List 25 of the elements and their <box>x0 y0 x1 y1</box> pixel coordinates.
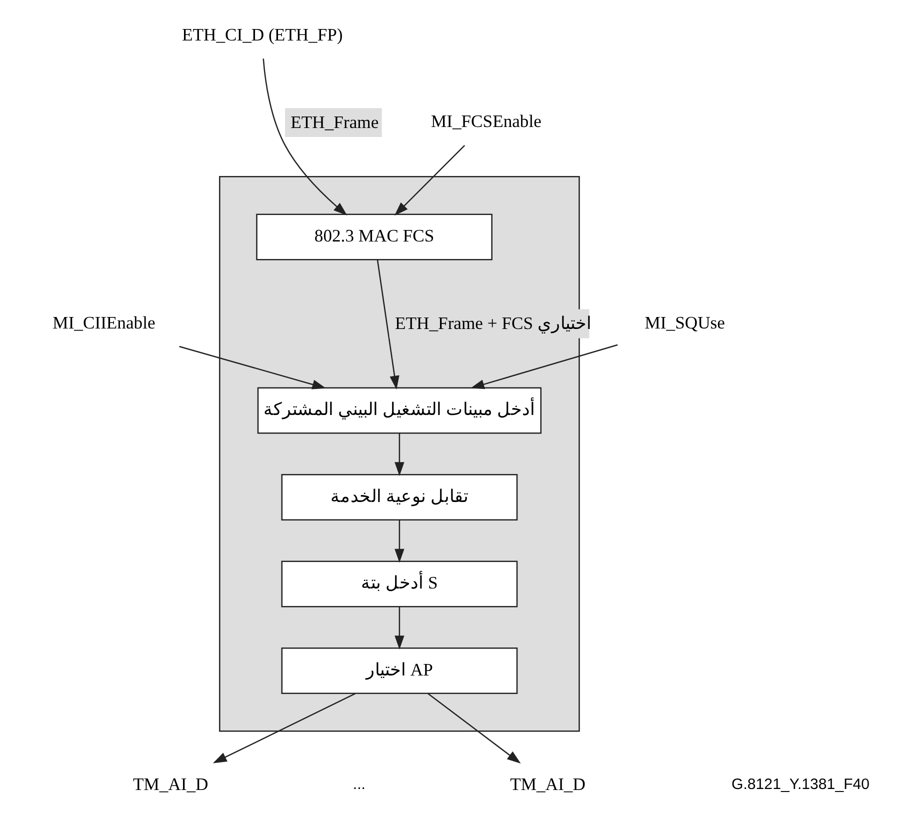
arrow <box>212 693 356 764</box>
arrow <box>394 606 404 650</box>
node-text: TM_AI_D <box>132 774 208 794</box>
arrow <box>376 260 400 390</box>
edge-label: ETH_Frame + FCS اختياري <box>395 313 592 334</box>
node-box: أدخل مبينات التشغيل البيني المشتركة <box>257 387 542 434</box>
node-text: MI_FCSEnable <box>430 111 542 132</box>
edge-label: ETH_Frame <box>290 112 379 132</box>
arrow <box>179 346 326 390</box>
node-text: MI_CIIEnable <box>52 312 156 332</box>
arrow <box>394 433 404 476</box>
node-text: TM_AI_D <box>510 774 586 794</box>
node-text: ETH_CI_D (ETH_FP) <box>182 24 343 44</box>
node-box: 802.3 MAC FCS <box>256 214 492 260</box>
arrow <box>394 144 466 216</box>
arrow <box>394 520 404 563</box>
node-box: أدخل بتة S <box>281 560 518 608</box>
label: G.8121_Y.1381_F40 <box>732 776 870 794</box>
node-box: تقابل نوعية الخدمة <box>281 474 518 521</box>
node-text: MI_SQUse <box>644 312 725 332</box>
label: ... <box>352 776 366 794</box>
arrow <box>262 58 348 216</box>
arrow <box>428 693 521 764</box>
arrow <box>470 344 618 390</box>
node-box: اختيار AP <box>281 648 518 694</box>
